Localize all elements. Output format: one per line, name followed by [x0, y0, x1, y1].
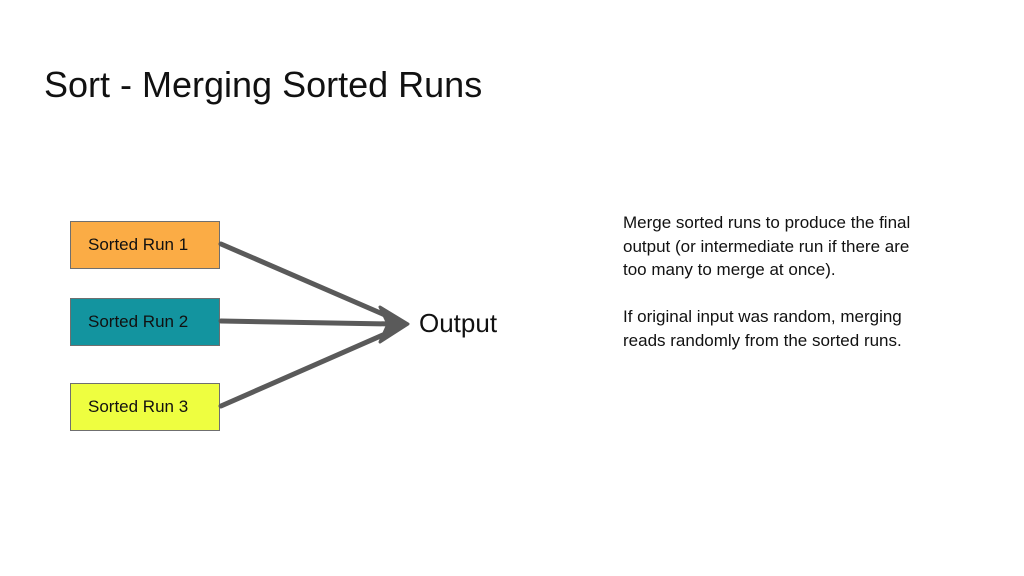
- sorted-run-3-box: Sorted Run 3: [70, 383, 220, 431]
- arrow-run-2-to-output: [218, 318, 395, 327]
- output-arrowhead: [378, 305, 410, 344]
- random-input-note: If original input was random, merging re…: [623, 307, 902, 350]
- arrow-run-3-to-output: [218, 328, 395, 409]
- notes-text-block: Merge sorted runs to produce the final o…: [623, 211, 923, 352]
- sorted-run-1-box: Sorted Run 1: [70, 221, 220, 269]
- sorted-run-2-label: Sorted Run 2: [88, 312, 189, 331]
- arrow-run-1-to-output: [218, 241, 395, 321]
- sorted-run-1-label: Sorted Run 1: [88, 235, 189, 254]
- merge-description: Merge sorted runs to produce the final o…: [623, 213, 911, 279]
- output-label: Output: [419, 308, 498, 338]
- sorted-run-3-label: Sorted Run 3: [88, 397, 189, 416]
- slide-title: Sort - Merging Sorted Runs: [44, 64, 483, 105]
